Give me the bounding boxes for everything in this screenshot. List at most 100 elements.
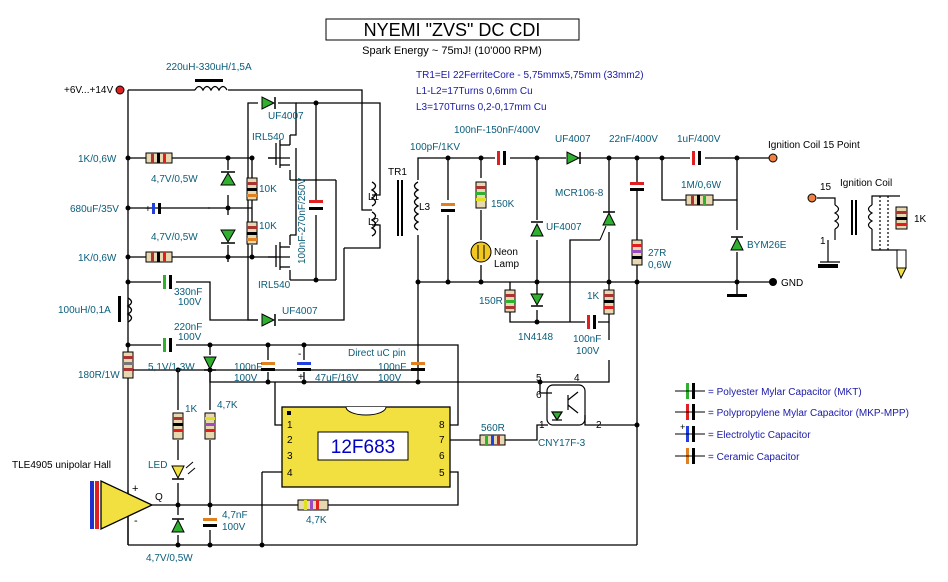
diode-uf-vert (530, 221, 544, 237)
d-uf-b-label: UF4007 (546, 222, 582, 233)
l2-label: L2 (368, 217, 380, 228)
diode-bym26e (730, 236, 744, 251)
cap-100nf-b (261, 362, 275, 371)
led-label: LED (148, 460, 167, 471)
opto-2: 2 (596, 420, 602, 431)
svg-text:+: + (298, 372, 304, 383)
n1-label: 1 (820, 236, 826, 247)
inductor-core (195, 79, 223, 82)
svg-text:+: + (145, 204, 151, 215)
chip-12f683 (281, 406, 451, 488)
z-bot-label: 4,7V/0,5W (146, 553, 193, 564)
resistor-47k (204, 412, 216, 440)
spark-plug-cable (895, 206, 908, 280)
hall-sensor (90, 479, 154, 531)
supply-label: +6V...+14V (64, 85, 113, 96)
cap-100nf-c (411, 362, 425, 371)
cap-330nf (163, 275, 172, 289)
diode-uf-bot (261, 313, 276, 327)
legend-label-elec: = Electrolytic Capacitor (708, 430, 811, 441)
resistor-1k-led (172, 412, 184, 440)
resistor-10k-b (246, 221, 258, 245)
c100v-b-label: 100V (234, 373, 258, 384)
chip-label: 12F683 (331, 437, 395, 458)
ign-out-terminal (768, 153, 778, 163)
neon-lamp (470, 241, 492, 263)
resistor-180r (122, 351, 134, 379)
bym-label: BYM26E (747, 240, 787, 251)
gnd-terminal (769, 278, 777, 286)
c220nf-label: 220nF (174, 322, 202, 333)
c100nf-c-label: 100nF (378, 362, 406, 373)
zener-bot (220, 229, 236, 244)
d-top-label: UF4007 (268, 111, 304, 122)
c47uf-label: 47uF/16V (315, 373, 359, 384)
c22nf-label: 22nF/400V (609, 134, 658, 145)
pin-2: 2 (287, 435, 293, 446)
zener-top (220, 171, 236, 186)
spec-tr1: TR1=EI 22FerriteCore - 5,75mmx5,75mm (33… (416, 70, 644, 81)
d1n4148-label: 1N4148 (518, 332, 553, 343)
neon-label: Neon (494, 247, 518, 258)
r180r-label: 180R/1W (78, 370, 120, 381)
legend-item-ceramic (675, 448, 705, 464)
r47k-b-label: 4,7K (306, 515, 327, 526)
direct-label: Direct uC pin (348, 348, 406, 359)
gnd-label: GND (781, 278, 803, 289)
title: NYEMI "ZVS" DC CDI (364, 20, 541, 40)
cap-100pf (441, 203, 455, 212)
cap-tank (309, 200, 323, 210)
resistor-10k-a (246, 177, 258, 201)
r27r-label: 27R (648, 248, 666, 259)
inductor-top (194, 85, 228, 92)
r27r-w-label: 0,6W (648, 260, 672, 271)
zener-bot-label: 4,7V/0,5W (151, 232, 198, 243)
subtitle: Spark Energy ~ 75mJ! (10'000 RPM) (362, 45, 542, 57)
title-box (325, 18, 580, 41)
cap-47nf (203, 518, 217, 527)
c100v-a-label: 100V (576, 346, 600, 357)
inductor-top-label: 220uH-330uH/1,5A (166, 62, 252, 73)
resistor-47k-b (297, 499, 329, 511)
pin-6: 6 (439, 451, 445, 462)
c47nf-label: 4,7nF (222, 510, 248, 521)
n15-label: 15 (820, 182, 832, 193)
z51-label: 5,1V/1,3W (148, 362, 195, 373)
gnd-bar (727, 294, 747, 297)
resistor-150k (475, 181, 487, 209)
c330v-label: 100V (178, 297, 202, 308)
cap-tank-label: 100nF-270nF/250V (297, 177, 308, 264)
c220v-label: 100V (178, 332, 202, 343)
pin-5: 5 (439, 468, 445, 479)
tr1-label: TR1 (388, 167, 407, 178)
pin-1: 1 (287, 420, 293, 431)
coil-15-terminal (807, 193, 817, 203)
legend-label-mkp: = Polypropylene Mylar Capacitor (MKP-MPP… (708, 408, 909, 419)
opto-6: 6 (536, 390, 542, 401)
ignition-coil (817, 195, 900, 263)
c-out1-label: 100nF-150nF/400V (454, 125, 541, 136)
zener-51 (203, 356, 217, 371)
c1uf-label: 1uF/400V (677, 134, 721, 145)
resistor-27r (631, 239, 643, 266)
r10k-b-label: 10K (259, 221, 277, 232)
pin-7: 7 (439, 435, 445, 446)
r560-label: 560R (481, 423, 505, 434)
opto-5: 5 (536, 373, 542, 384)
opto-1: 1 (539, 420, 545, 431)
optocoupler (546, 384, 586, 426)
r1k-label: 1K (587, 291, 600, 302)
resistor-560r (479, 434, 506, 446)
resistor-150r (504, 289, 516, 313)
mosfet-top (268, 140, 290, 168)
zener-bottom (171, 518, 185, 533)
r1-label: 1K/0,6W (78, 154, 117, 165)
legend-label-ceramic: = Ceramic Capacitor (708, 452, 800, 463)
resistor-1m (685, 194, 714, 206)
legend-label-mkt: = Polyester Mylar Capacitor (MKT) (708, 387, 862, 398)
supply-terminal (115, 85, 125, 95)
c100v-c-label: 100V (378, 373, 402, 384)
d-bot-label: UF4007 (282, 306, 318, 317)
